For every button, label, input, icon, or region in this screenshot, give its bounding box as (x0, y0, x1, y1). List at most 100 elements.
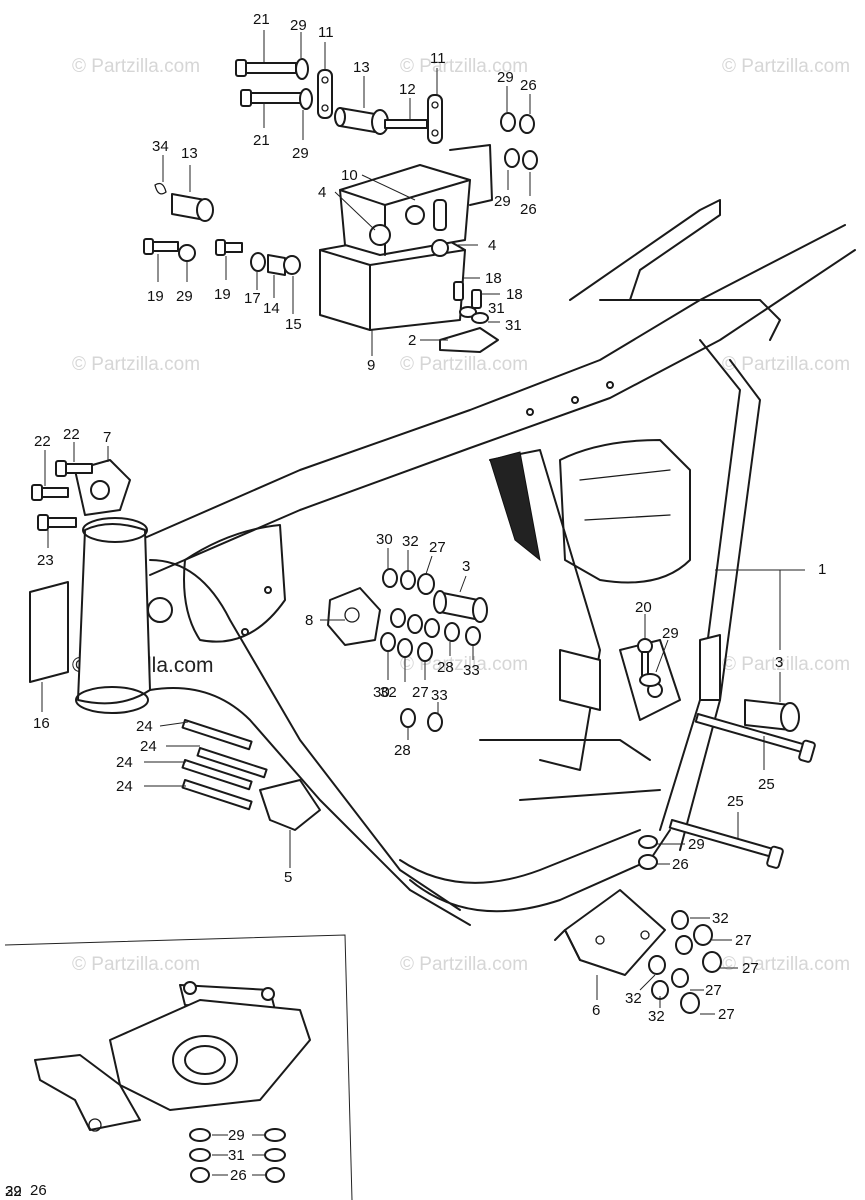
bolts-18-bracket-2 (439, 281, 499, 353)
callout: 24 (116, 778, 133, 795)
callout: 34 (152, 138, 169, 155)
callout: 33 (463, 662, 480, 679)
bolt-20 (637, 638, 661, 687)
washer-nut-29-26-right (638, 835, 658, 870)
callout: 19 (214, 286, 231, 303)
callout: 32 (402, 533, 419, 550)
collar-13-and-rod-12 (334, 107, 428, 135)
bushing-3-right (744, 699, 800, 732)
callout: 2 (408, 332, 416, 349)
callout: 29 (290, 17, 307, 34)
callout: 26 (672, 856, 689, 873)
callout: 16 (33, 715, 50, 732)
bushing-3-center (433, 590, 488, 623)
callout: 27 (742, 960, 759, 977)
callout: 30 (373, 684, 390, 701)
callout-labels: 1 2 3 3 4 4 5 6 7 8 9 10 11 11 12 13 13 … (5, 11, 826, 1200)
callout: 29 (5, 1183, 22, 1200)
callout: 26 (520, 77, 537, 94)
watermark: © Partzilla.com (72, 56, 200, 77)
watermark: © Partzilla.com (722, 654, 850, 675)
bracket-5 (259, 779, 321, 831)
callout: 27 (718, 1006, 735, 1023)
bolt-21-upper (235, 59, 297, 77)
washers-nuts-center (380, 568, 481, 732)
callout: 31 (505, 317, 522, 334)
callout: 32 (712, 910, 729, 927)
leader-lines (41, 30, 805, 1176)
callout: 18 (506, 286, 523, 303)
callout: 22 (34, 433, 51, 450)
callout: 12 (399, 81, 416, 98)
callout: 29 (494, 193, 511, 210)
callout: 26 (520, 201, 537, 218)
callout: 4 (488, 237, 496, 254)
callout: 31 (228, 1147, 245, 1164)
callout: 22 (63, 426, 80, 443)
watermark: © Partzilla.com (722, 354, 850, 375)
callout: 8 (305, 612, 313, 629)
callout: 7 (103, 429, 111, 446)
callout: 19 (147, 288, 164, 305)
battery-box-assembly (319, 144, 493, 331)
washers-29-top (295, 58, 313, 110)
callout: 24 (140, 738, 157, 755)
plate-11 (317, 69, 443, 144)
callout: 5 (284, 869, 292, 886)
callout: 21 (253, 132, 270, 149)
callout: 29 (292, 145, 309, 162)
watermark: © Partzilla.com (400, 654, 528, 675)
callout: 11 (318, 24, 334, 41)
main-frame (75, 199, 856, 926)
callout: 17 (244, 290, 261, 307)
callout: 32 (380, 684, 397, 701)
callout: 3 (775, 654, 783, 671)
callout: 18 (485, 270, 502, 287)
callout: 23 (37, 552, 54, 569)
callout: 15 (285, 316, 302, 333)
callout: 26 (230, 1167, 247, 1184)
callout: 29 (688, 836, 705, 853)
callout: 14 (263, 300, 280, 317)
mount-plate-8 (327, 587, 381, 646)
watermark: © Partzilla.com (400, 354, 528, 375)
callout: 28 (437, 659, 454, 676)
bolt-21-lower (240, 89, 302, 107)
callout: 30 (376, 531, 393, 548)
collar-13-left (154, 182, 214, 222)
callout: 3 (462, 558, 470, 575)
callout: 29 (176, 288, 193, 305)
callout: 11 (430, 50, 446, 67)
callout: 29 (497, 69, 514, 86)
callout: 29 (662, 625, 679, 642)
watermark: © Partzilla.com (72, 954, 200, 975)
callout: 32 (5, 1183, 22, 1200)
callout: 6 (592, 1002, 600, 1019)
callout: 27 (705, 982, 722, 999)
callout: 33 (431, 687, 448, 704)
callout: 26 (30, 1182, 47, 1199)
bracket-6 (554, 889, 666, 976)
callout: 21 (253, 11, 270, 28)
bolts-19-and-washers (143, 238, 301, 276)
callout: 27 (735, 932, 752, 949)
callout: 9 (367, 357, 375, 374)
callout: 27 (429, 539, 446, 556)
callout: 31 (488, 300, 505, 317)
watermark: © Partzilla.com (722, 56, 850, 77)
callout: 10 (341, 167, 358, 184)
callout: 29 (228, 1127, 245, 1144)
bolts-25 (668, 712, 816, 869)
watermark: © Partzilla.com (400, 56, 528, 77)
watermark-layer: © Partzilla.com © Partzilla.com © Partzi… (72, 56, 850, 975)
callout: 4 (318, 184, 326, 201)
callout: 25 (758, 776, 775, 793)
callout: 1 (818, 561, 826, 578)
inset-detail (4, 934, 353, 1200)
nuts-washers-bracket-6 (648, 910, 722, 1014)
watermark: © Partzilla.com (722, 954, 850, 975)
callout: 13 (353, 59, 370, 76)
callout: 24 (136, 718, 153, 735)
washers-26-29-right (500, 112, 538, 170)
callout: 20 (635, 599, 652, 616)
